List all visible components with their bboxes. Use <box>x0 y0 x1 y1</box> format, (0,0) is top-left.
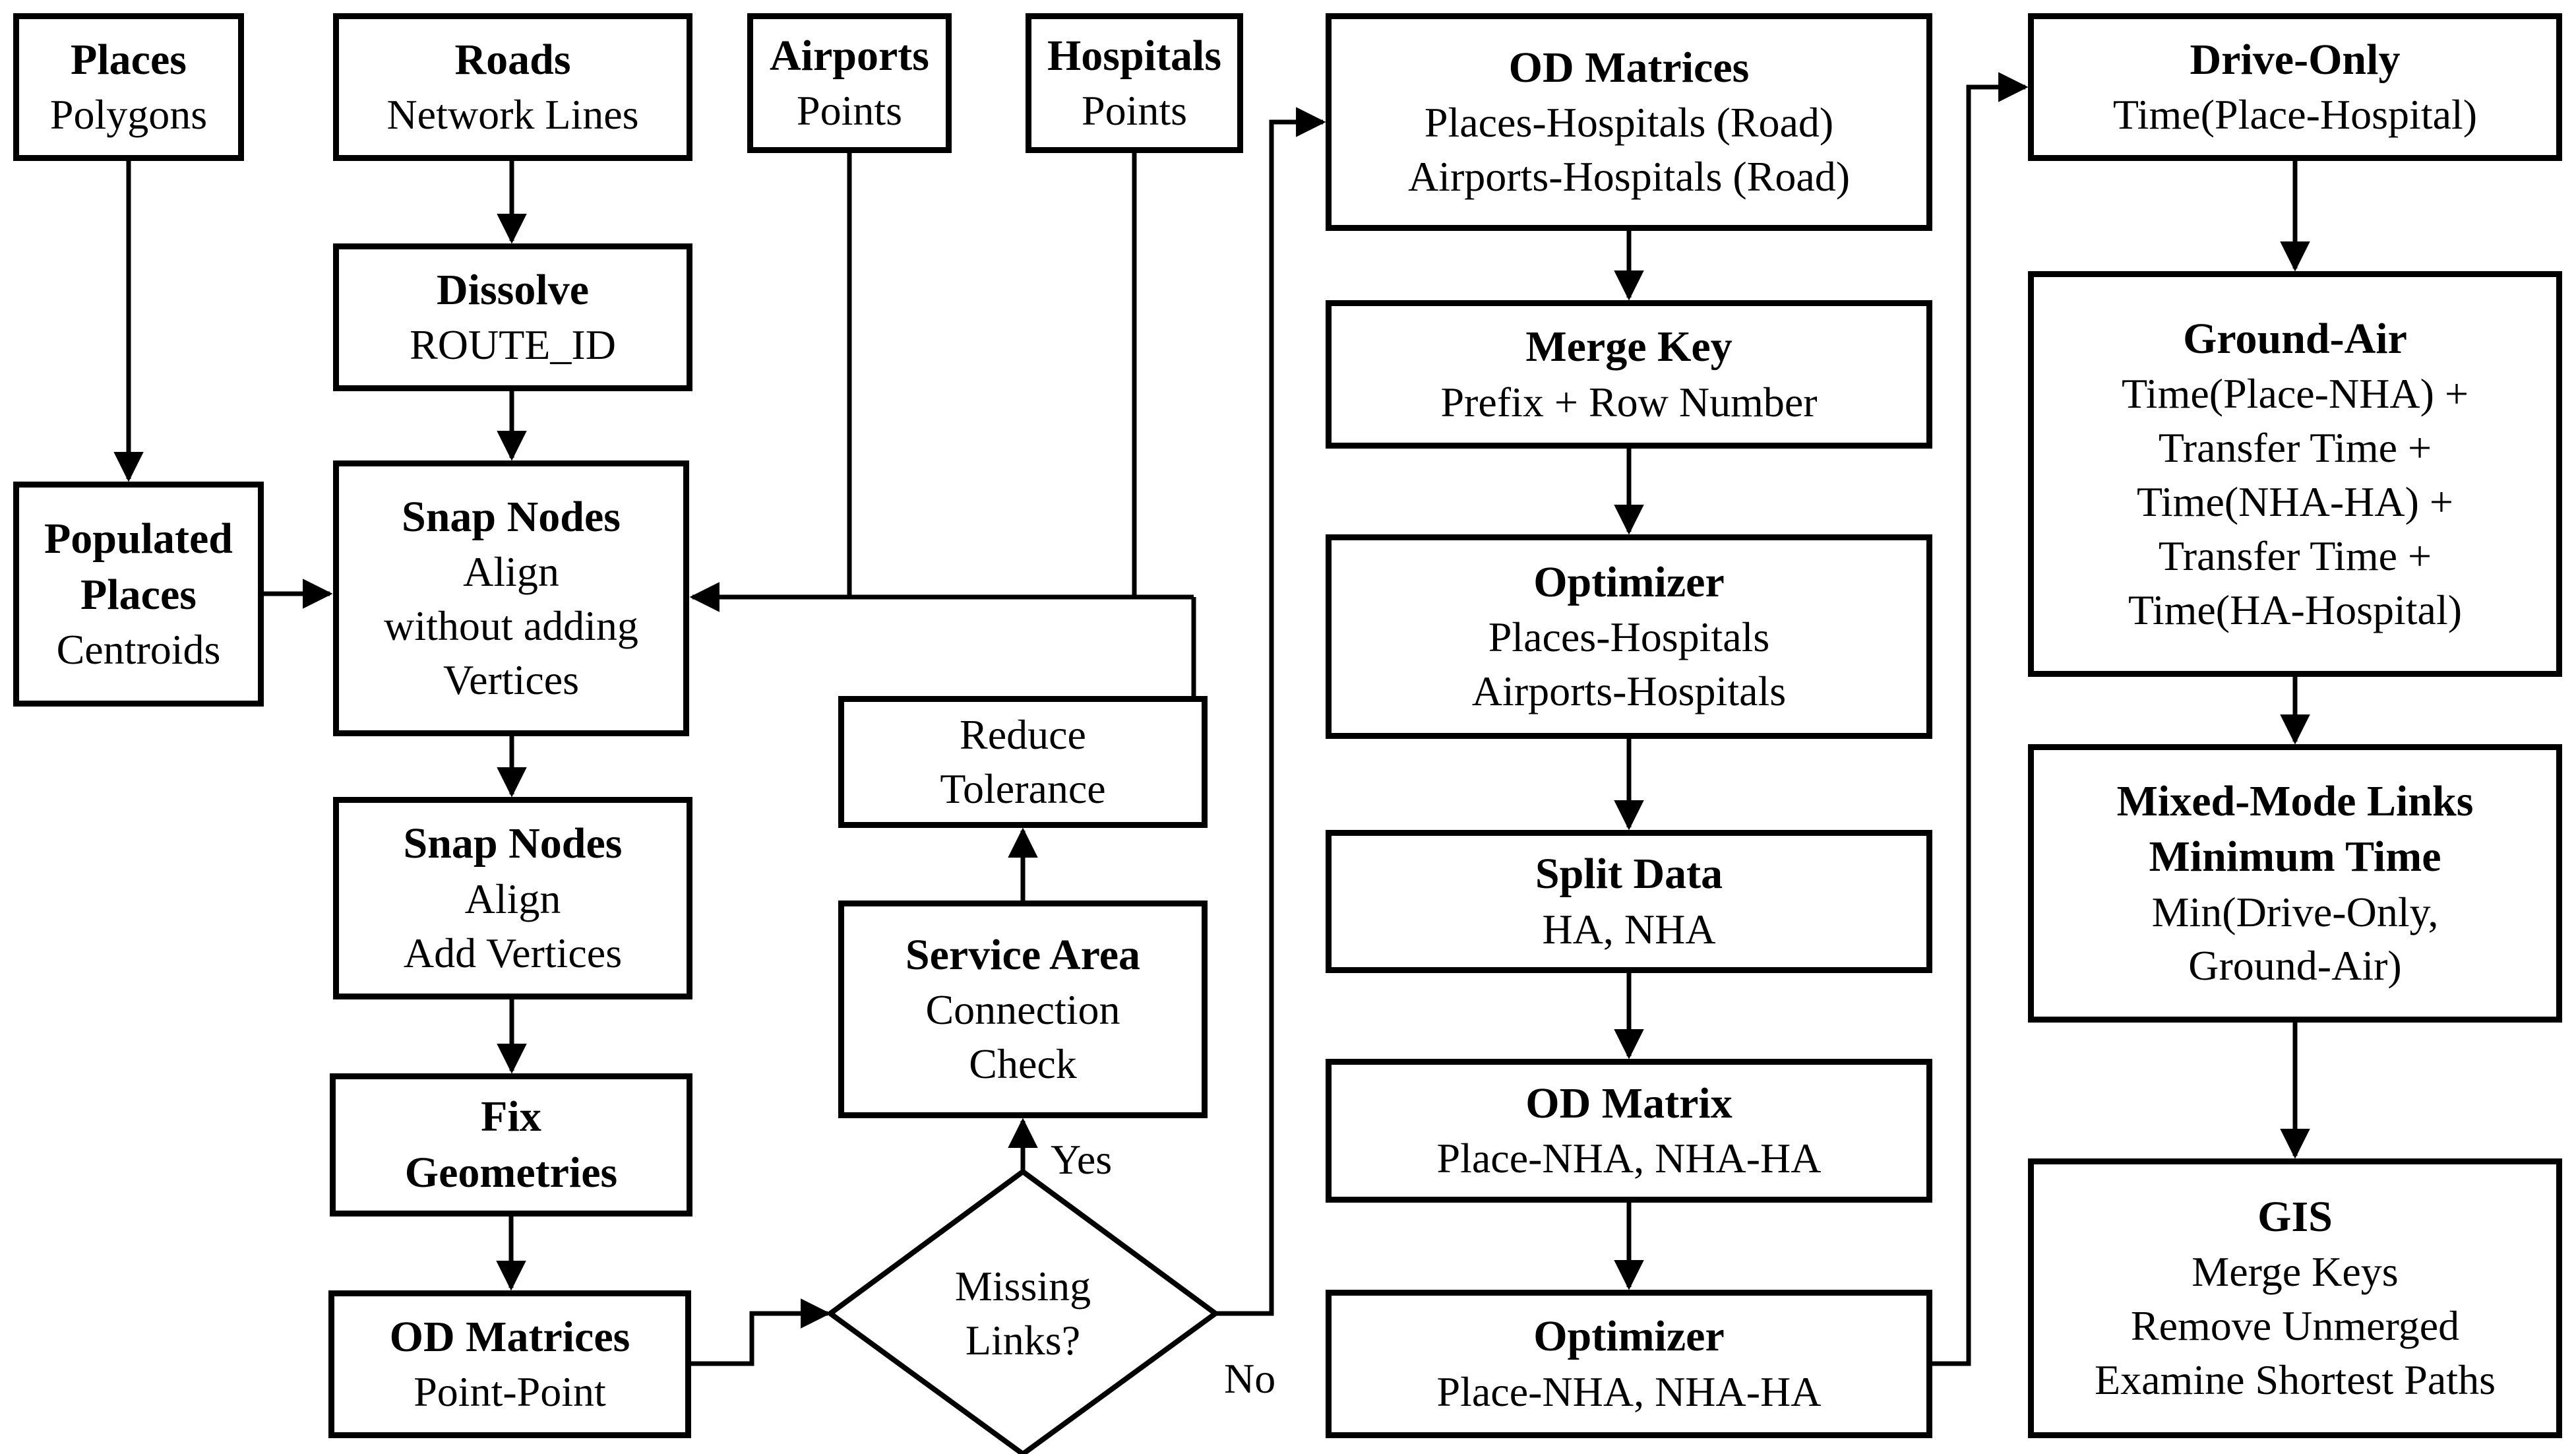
missing-links-line: Links? <box>965 1317 1081 1364</box>
optimizer-road-box: Optimizer Places-Hospitals Airports-Hosp… <box>1326 534 1932 739</box>
optimizer2-to-driveonly-connector <box>1932 72 2029 1366</box>
airports-title: Airports <box>770 31 929 80</box>
drive-only-box: Drive-Only Time(Place-Hospital) <box>2028 13 2562 161</box>
merge-key-box: Merge Key Prefix + Row Number <box>1326 300 1932 449</box>
hospitals-box: Hospitals Points <box>1026 13 1243 153</box>
odpp-to-diamond-connector <box>691 1298 831 1366</box>
places-line: Polygons <box>49 91 208 139</box>
roads-line: Network Lines <box>386 91 639 139</box>
hospitals-line: Points <box>1081 87 1188 135</box>
snap-nodes-1-box: Snap Nodes Align without adding Vertices <box>333 460 689 736</box>
dissolve-box: Dissolve ROUTE_ID <box>333 243 692 391</box>
missing-links-diamond <box>826 1168 1220 1454</box>
service-area-line: Connection <box>925 986 1120 1034</box>
populated-places-title: Populated <box>44 515 233 563</box>
snap-nodes-1-title: Snap Nodes <box>402 492 621 541</box>
gis-title: GIS <box>2257 1192 2333 1241</box>
gis-box: GIS Merge Keys Remove Unmerged Examine S… <box>2028 1158 2562 1438</box>
airports-box: Airports Points <box>747 13 952 153</box>
dissolve-title: Dissolve <box>437 265 589 314</box>
od-matrices-pp-box: OD Matrices Point-Point <box>328 1290 691 1438</box>
snap-nodes-2-line: Align <box>464 875 561 922</box>
drive-only-title: Drive-Only <box>2190 35 2401 84</box>
reduce-tolerance-line: Reduce <box>960 711 1086 759</box>
no-branch-label: No <box>1224 1355 1276 1402</box>
ground-air-line: Time(NHA-HA) + <box>2137 478 2453 525</box>
snap-nodes-1-line: Vertices <box>443 656 580 704</box>
airports-line: Points <box>796 87 903 135</box>
ground-air-line: Transfer Time + <box>2158 424 2432 471</box>
mixed-mode-line: Ground-Air) <box>2188 942 2402 990</box>
service-area-title: Service Area <box>905 930 1141 979</box>
places-title: Places <box>71 35 187 84</box>
snap-nodes-2-box: Snap Nodes Align Add Vertices <box>333 797 692 999</box>
mixed-mode-box: Mixed-Mode Links Minimum Time Min(Drive-… <box>2028 744 2562 1023</box>
reduce-tolerance-box: Reduce Tolerance <box>838 696 1208 828</box>
optimizer-road-line: Places-Hospitals <box>1488 614 1770 661</box>
split-data-box: Split Data HA, NHA <box>1326 830 1932 973</box>
dissolve-line: ROUTE_ID <box>410 321 616 369</box>
ground-air-line: Time(HA-Hospital) <box>2128 586 2463 633</box>
missing-links-label: Missing Links? <box>878 1224 1168 1403</box>
gis-line: Remove Unmerged <box>2130 1302 2460 1350</box>
fix-geometries-box: Fix Geometries <box>330 1073 692 1217</box>
fix-geometries-title2: Geometries <box>404 1148 618 1197</box>
optimizer-nha-title: Optimizer <box>1533 1312 1725 1361</box>
split-data-line: HA, NHA <box>1542 905 1716 953</box>
od-matrices-road-line: Places-Hospitals (Road) <box>1424 99 1834 146</box>
populated-places-line: Centroids <box>56 626 221 674</box>
od-matrices-road-title: OD Matrices <box>1508 43 1750 92</box>
roads-box: Roads Network Lines <box>333 13 692 161</box>
populated-places-title2: Places <box>80 570 197 619</box>
optimizer-nha-box: Optimizer Place-NHA, NHA-HA <box>1326 1290 1932 1438</box>
od-matrices-road-box: OD Matrices Places-Hospitals (Road) Airp… <box>1326 13 1932 231</box>
gis-line: Merge Keys <box>2192 1248 2399 1296</box>
missing-links-line: Missing <box>954 1263 1091 1310</box>
od-matrix-nha-box: OD Matrix Place-NHA, NHA-HA <box>1326 1059 1932 1203</box>
mixed-mode-title: Mixed-Mode Links <box>2116 776 2474 825</box>
reduce-tolerance-line: Tolerance <box>940 765 1106 812</box>
od-matrices-road-line: Airports-Hospitals (Road) <box>1407 153 1851 201</box>
merge-key-line: Prefix + Row Number <box>1440 378 1818 426</box>
ground-air-title: Ground-Air <box>2183 314 2407 363</box>
places-box: Places Polygons <box>13 13 244 161</box>
optimizer-road-title: Optimizer <box>1533 557 1725 606</box>
service-area-box: Service Area Connection Check <box>838 901 1208 1118</box>
fix-geometries-title: Fix <box>481 1092 541 1141</box>
optimizer-road-line: Airports-Hospitals <box>1471 668 1787 715</box>
snap-nodes-2-title: Snap Nodes <box>403 819 623 868</box>
od-matrix-nha-title: OD Matrix <box>1525 1079 1733 1127</box>
populated-places-box: Populated Places Centroids <box>13 482 264 707</box>
diamond-no-connector <box>1215 107 1326 1316</box>
yes-branch-label: Yes <box>1051 1136 1113 1183</box>
ground-air-box: Ground-Air Time(Place-NHA) + Transfer Ti… <box>2028 271 2562 677</box>
merge-key-title: Merge Key <box>1525 323 1733 371</box>
optimizer-nha-line: Place-NHA, NHA-HA <box>1436 1368 1822 1415</box>
ground-air-line: Time(Place-NHA) + <box>2121 369 2469 417</box>
od-matrices-pp-title: OD Matrices <box>389 1312 630 1361</box>
hospitals-title: Hospitals <box>1047 31 1222 80</box>
snap-nodes-1-line: without adding <box>384 602 638 650</box>
od-matrices-pp-line: Point-Point <box>414 1368 606 1416</box>
mixed-mode-title2: Minimum Time <box>2149 833 2441 881</box>
od-matrix-nha-line: Place-NHA, NHA-HA <box>1436 1135 1822 1182</box>
drive-only-line: Time(Place-Hospital) <box>2112 91 2478 139</box>
split-data-title: Split Data <box>1535 850 1723 899</box>
roads-title: Roads <box>454 35 571 84</box>
service-area-line: Check <box>969 1040 1077 1088</box>
snap-nodes-2-line: Add Vertices <box>403 929 623 976</box>
ground-air-line: Transfer Time + <box>2158 532 2432 579</box>
snap-nodes-1-line: Align <box>463 548 559 596</box>
mixed-mode-line: Min(Drive-Only, <box>2151 888 2439 935</box>
gis-line: Examine Shortest Paths <box>2095 1356 2496 1404</box>
